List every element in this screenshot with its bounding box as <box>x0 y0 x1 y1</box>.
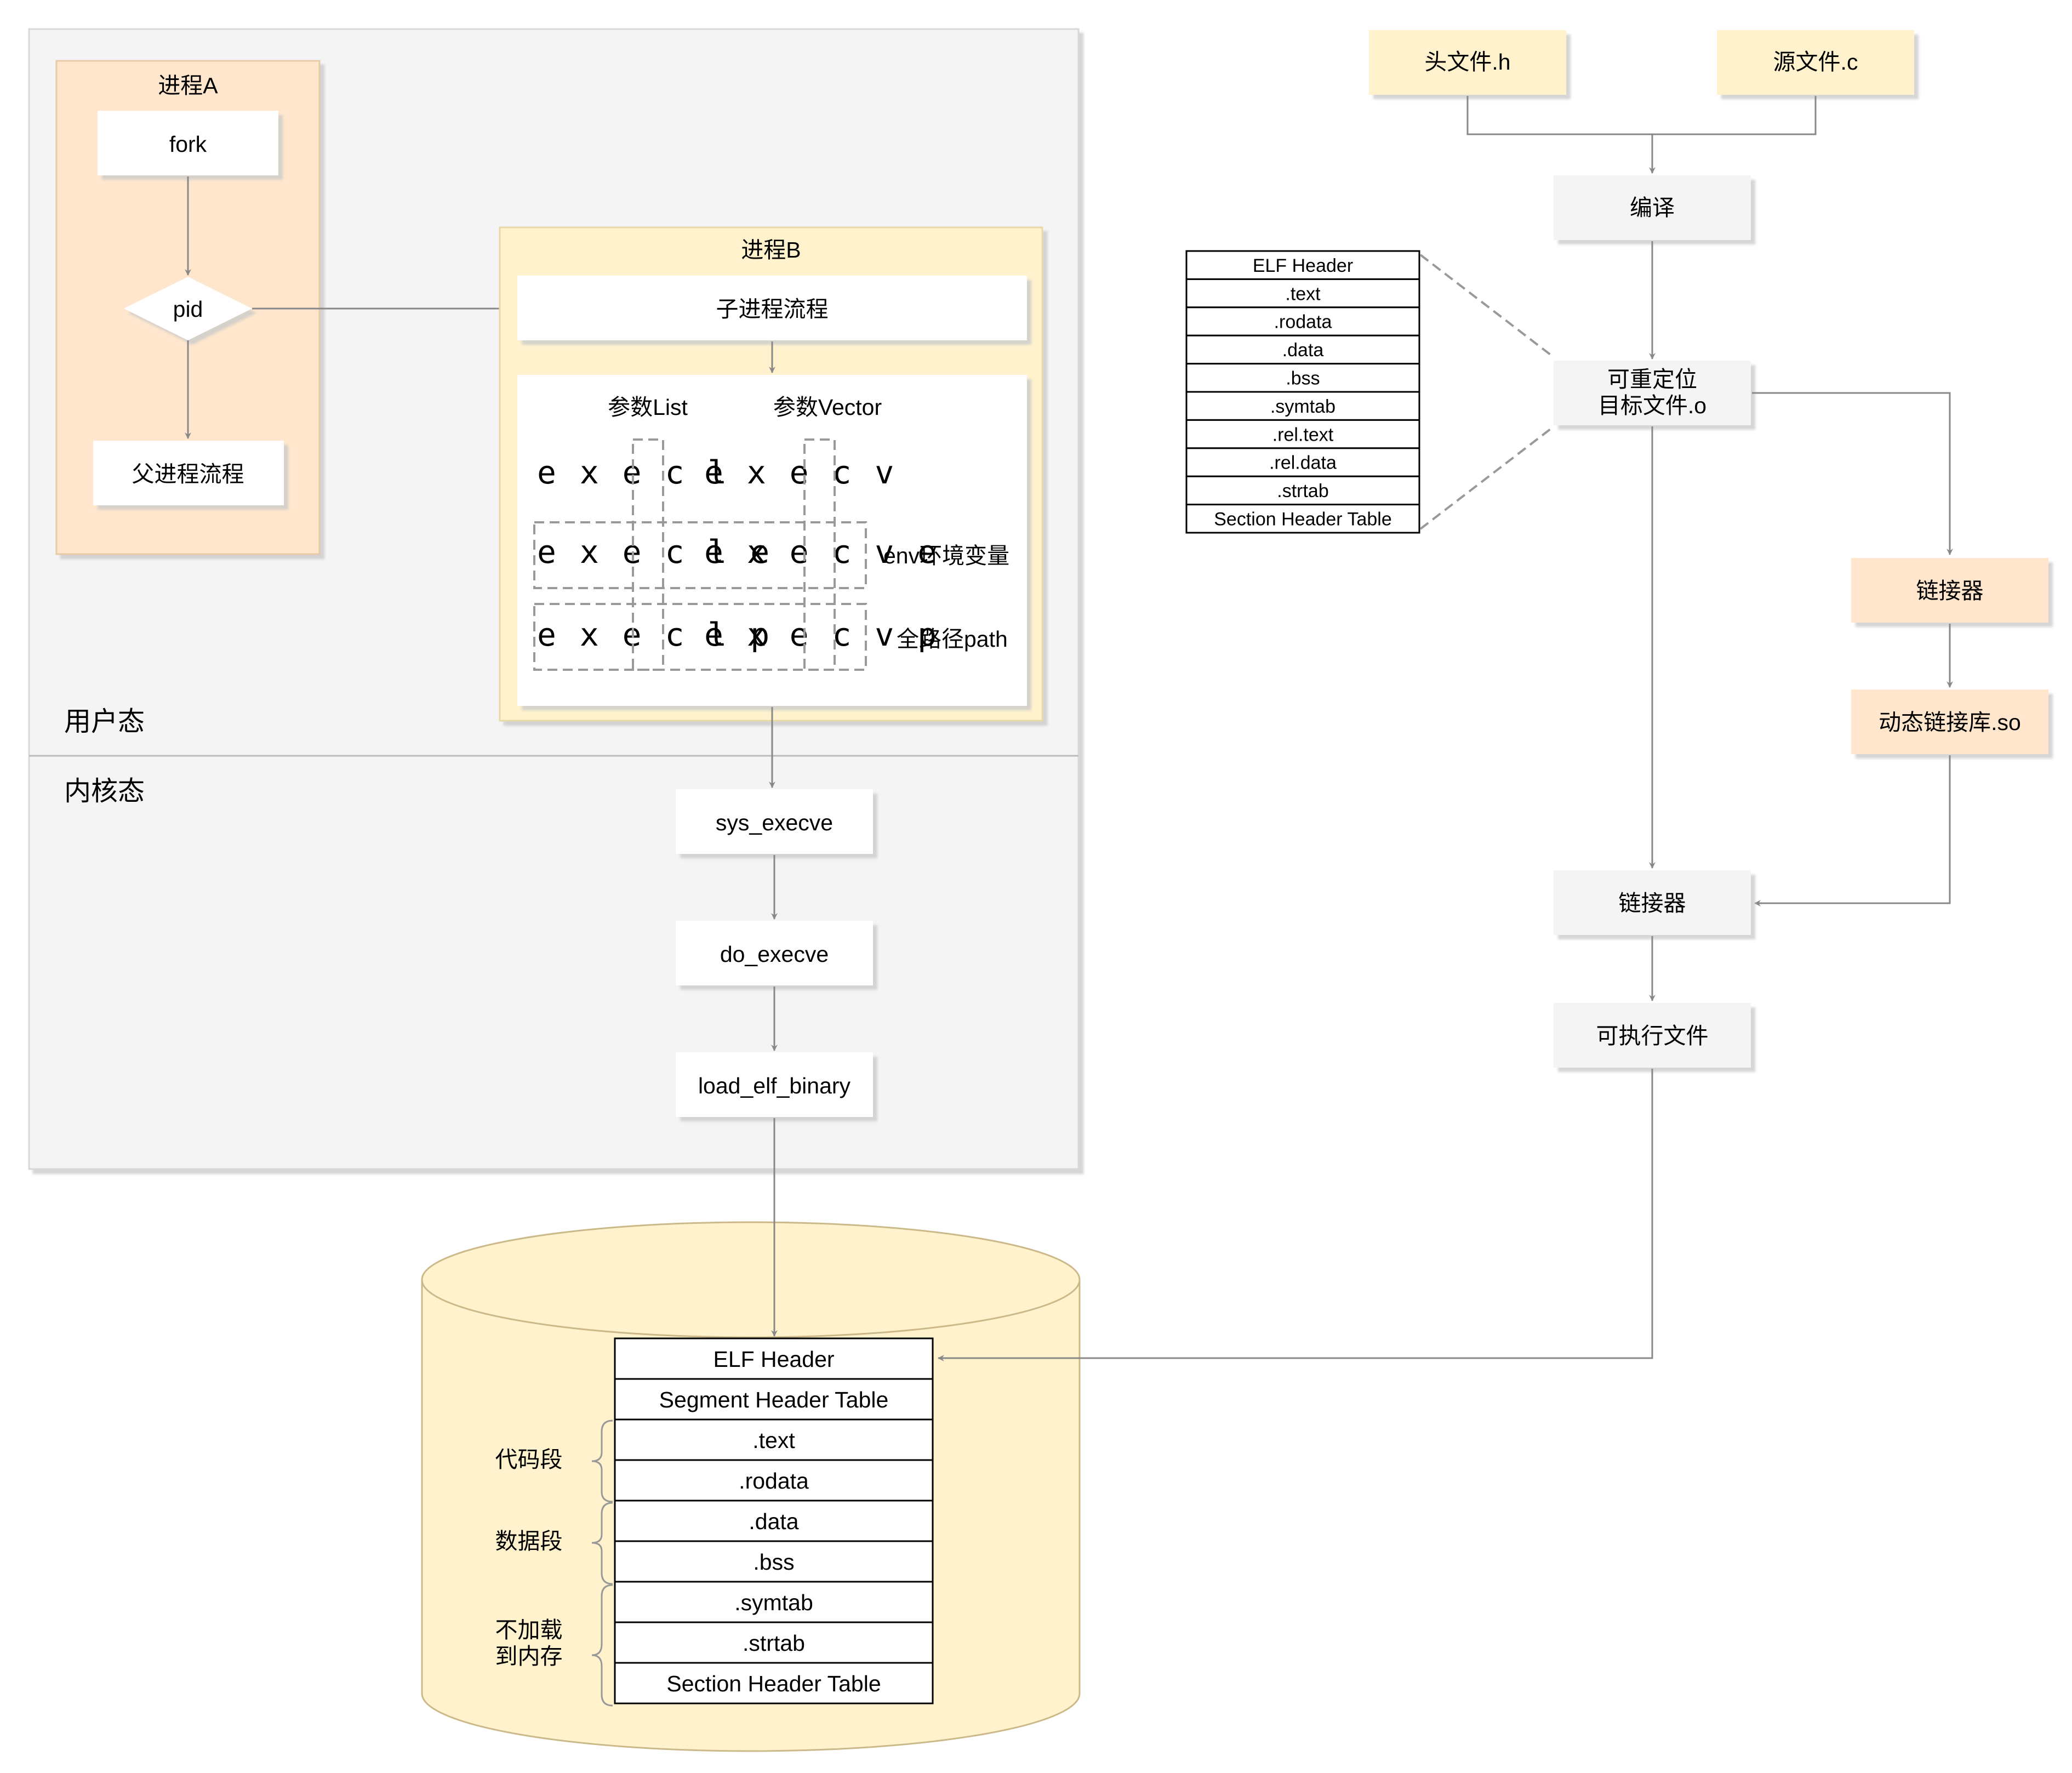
exe-elf-row-label: .data <box>749 1509 798 1534</box>
process-a: 进程A fork pid 父进程流程 <box>55 60 321 555</box>
linker-main-label: 链接器 <box>1619 891 1686 916</box>
user-mode-label: 用户态 <box>64 707 145 737</box>
fork-label: fork <box>169 132 207 157</box>
relocatable-elf-table: ELF Header .text .rodata .data .bss .symtab .r… <box>1185 250 1420 534</box>
fork-box <box>98 111 278 175</box>
load-elf-label: load_elf_binary <box>698 1073 851 1098</box>
shared-lib-label: 动态链接库.so <box>1879 710 2021 735</box>
segment-groups <box>591 1419 613 1707</box>
parent-flow-box <box>93 441 284 505</box>
rel-elf-row-label: .rel.data <box>1269 453 1337 474</box>
exe-elf-row-label: .rodata <box>739 1468 809 1493</box>
exec-dashed-guides <box>533 438 867 671</box>
exe-elf-row-label: .strtab <box>743 1631 805 1656</box>
exe-elf-row-label: ELF Header <box>713 1347 834 1372</box>
pid-diamond <box>124 277 252 340</box>
data-segment-label: 数据段 <box>495 1529 563 1554</box>
compile-box <box>1554 175 1751 240</box>
execlp-label: e x e c l p <box>537 616 772 653</box>
execve-label: e x e c v e <box>704 533 939 571</box>
param-vector-label: 参数Vector <box>773 395 882 420</box>
object-file-label: 可重定位目标文件.o <box>1598 367 1706 418</box>
arrow-files-compile <box>1466 96 1817 173</box>
execvp-label: e x e c v p <box>704 616 939 653</box>
exe-elf-row <box>614 1662 934 1704</box>
code-segment-label: 代码段 <box>495 1447 563 1472</box>
header-file-label: 头文件.h <box>1424 49 1510 75</box>
source-file-label: 源文件.c <box>1773 49 1858 75</box>
rel-elf-row <box>1185 363 1420 393</box>
process-a-title: 进程A <box>158 73 218 98</box>
linker-right-label: 链接器 <box>1916 578 1984 603</box>
load-elf-box <box>676 1052 873 1117</box>
rel-elf-row-label: .rodata <box>1274 312 1332 333</box>
rel-elf-row-label: .text <box>1285 283 1321 304</box>
env-label: env环境变量 <box>883 543 1009 568</box>
arrow-executable-elf <box>938 1069 1653 1361</box>
exe-elf-row-label: .text <box>752 1428 795 1453</box>
linker-main-box <box>1554 870 1751 935</box>
exe-elf-row-label: Segment Header Table <box>659 1387 889 1412</box>
rel-elf-row-label: .bss <box>1286 368 1320 389</box>
object-file-box <box>1554 361 1751 425</box>
rel-elf-row-label: .strtab <box>1277 481 1328 501</box>
build-flow: 头文件.h 源文件.c 编译 可重定位目标文件.o 链接器 动态链接库.so 链… <box>938 30 2048 1361</box>
exe-elf-row <box>614 1337 934 1380</box>
linker-right-box <box>1851 558 2048 623</box>
rel-elf-row-label: .rel.text <box>1272 424 1334 445</box>
kernel-chain: sys_execve do_execve load_elf_binary <box>676 707 873 1117</box>
execv-label: e x e c v <box>704 454 896 491</box>
exe-elf-row <box>614 1581 934 1623</box>
path-label: 全路径path <box>897 626 1008 652</box>
header-file-box <box>1369 30 1566 95</box>
rel-elf-row <box>1185 391 1420 421</box>
exe-elf-row <box>614 1621 934 1664</box>
rel-elf-row-label: ELF Header <box>1253 255 1353 276</box>
compile-label: 编译 <box>1630 195 1675 220</box>
do-execve-box <box>676 921 873 985</box>
rel-elf-row <box>1185 504 1420 534</box>
param-list-label: 参数List <box>608 395 688 420</box>
exe-elf-row <box>614 1418 934 1461</box>
exe-elf-row-label: .symtab <box>734 1590 813 1615</box>
pid-label: pid <box>173 297 203 322</box>
rel-elf-row <box>1185 334 1420 365</box>
executable-label: 可执行文件 <box>1596 1023 1709 1048</box>
exe-elf-row-label: .bss <box>753 1549 794 1575</box>
exe-elf-row <box>614 1459 934 1502</box>
source-file-box <box>1717 30 1914 95</box>
child-flow-box <box>517 276 1027 340</box>
child-flow-label: 子进程流程 <box>716 297 829 322</box>
do-execve-label: do_execve <box>720 942 829 967</box>
executable-box <box>1554 1003 1751 1068</box>
parent-flow-label: 父进程流程 <box>132 461 244 487</box>
kernel-mode-label: 内核态 <box>64 777 145 806</box>
exe-elf-row <box>614 1378 934 1421</box>
not-loaded-label: 不加载到内存 <box>495 1617 563 1669</box>
process-b-title: 进程B <box>741 237 801 263</box>
exe-elf-row <box>614 1500 934 1542</box>
sys-execve-box <box>676 789 873 854</box>
execle-label: e x e c l e <box>537 533 772 571</box>
rel-elf-row <box>1185 250 1420 280</box>
rel-elf-row-label: Section Header Table <box>1214 509 1391 530</box>
rel-elf-row <box>1185 306 1420 337</box>
arrow-sharedlib-linker <box>1754 755 1951 907</box>
exe-elf-row-label: Section Header Table <box>666 1671 881 1696</box>
rel-elf-row-label: .data <box>1282 340 1324 361</box>
process-b: 进程B 子进程流程 参数List 参数Vector e x e c l e x … <box>499 226 1043 722</box>
exec-family-box <box>517 375 1027 706</box>
rel-elf-row-label: .symtab <box>1270 396 1335 417</box>
shared-lib-box <box>1851 689 2048 754</box>
rel-elf-row <box>1185 475 1420 506</box>
relocatable-dashed-links <box>1419 254 1554 530</box>
arrow-object-linker-right <box>1752 392 1953 555</box>
rel-elf-row <box>1185 447 1420 477</box>
sys-execve-label: sys_execve <box>716 810 833 835</box>
rel-elf-row <box>1185 278 1420 309</box>
